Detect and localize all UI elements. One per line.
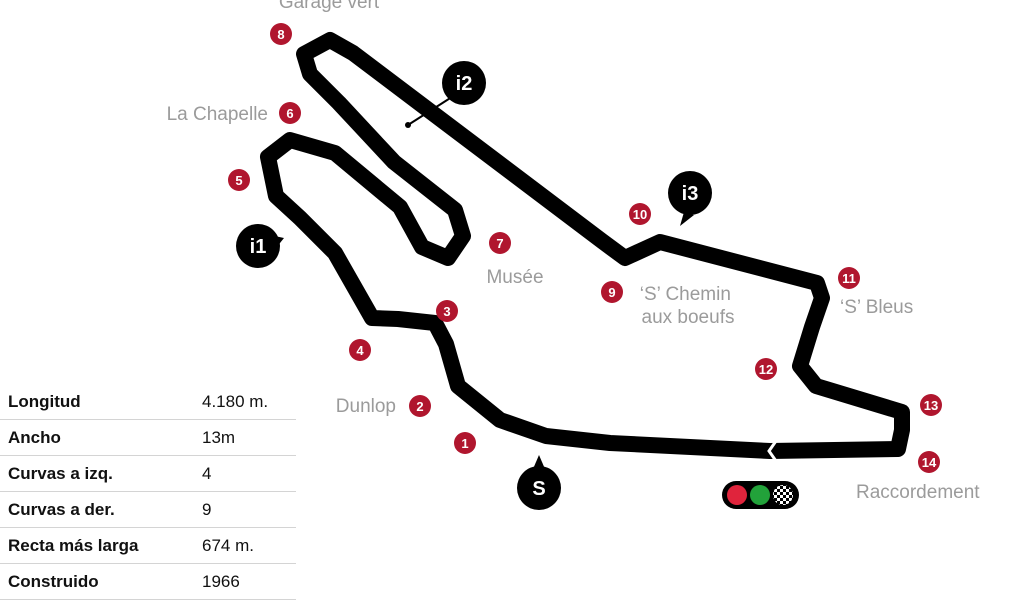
spec-row: Curvas a der.9 — [0, 491, 296, 528]
start-lights — [722, 481, 799, 509]
svg-text:3: 3 — [443, 304, 450, 319]
red-light-icon — [727, 485, 747, 505]
spec-value: 1966 — [194, 563, 296, 600]
spec-value: 4 — [194, 455, 296, 492]
corner-badge-11: 11 — [838, 267, 860, 289]
spec-row: Curvas a izq.4 — [0, 455, 296, 492]
sector-marker-i2: i2 — [405, 61, 486, 128]
svg-text:13: 13 — [924, 398, 938, 413]
checkered-flag-icon — [773, 485, 793, 505]
corner-badge-12: 12 — [755, 358, 777, 380]
label-s-chemin: ‘S’ Chemin aux boeufs — [640, 284, 736, 328]
start-marker: S — [517, 455, 561, 510]
svg-text:i1: i1 — [250, 236, 267, 258]
svg-text:11: 11 — [842, 271, 856, 286]
svg-text:8: 8 — [277, 27, 284, 42]
svg-text:i3: i3 — [682, 183, 699, 205]
corner-badge-6: 6 — [279, 102, 301, 124]
label-s-bleus: ‘S’ Bleus — [840, 297, 913, 318]
svg-text:S: S — [532, 478, 545, 500]
svg-text:9: 9 — [608, 285, 615, 300]
corner-badges: 1 2 3 4 5 6 7 8 9 10 11 12 13 14 — [228, 23, 942, 473]
corner-badge-2: 2 — [409, 395, 431, 417]
spec-label: Curvas a izq. — [0, 455, 194, 492]
spec-label: Longitud — [0, 384, 194, 420]
spec-value: 9 — [194, 491, 296, 528]
spec-value: 674 m. — [194, 527, 296, 564]
corner-badge-5: 5 — [228, 169, 250, 191]
circuit-map: 1 2 3 4 5 6 7 8 9 10 11 12 13 14 Garage … — [167, 0, 981, 510]
spec-label: Ancho — [0, 419, 194, 456]
svg-text:4: 4 — [356, 343, 364, 358]
label-s-chemin-line2: aux boeufs — [642, 307, 735, 328]
corner-badge-7: 7 — [489, 232, 511, 254]
corner-badge-10: 10 — [629, 203, 651, 225]
svg-text:1: 1 — [461, 436, 468, 451]
svg-text:5: 5 — [235, 173, 242, 188]
label-garage-vert: Garage vert — [279, 0, 380, 13]
svg-text:12: 12 — [759, 362, 773, 377]
spec-value: 13m — [194, 419, 296, 456]
label-musee: Musée — [486, 267, 543, 288]
spec-label: Recta más larga — [0, 527, 194, 564]
svg-text:7: 7 — [496, 236, 503, 251]
corner-badge-4: 4 — [349, 339, 371, 361]
corner-badge-8: 8 — [270, 23, 292, 45]
corner-badge-13: 13 — [920, 394, 942, 416]
start-finish-marker — [767, 440, 778, 462]
corner-badge-3: 3 — [436, 300, 458, 322]
corner-badge-1: 1 — [454, 432, 476, 454]
label-s-chemin-line1: ‘S’ Chemin — [640, 284, 731, 305]
svg-text:6: 6 — [286, 106, 293, 121]
label-la-chapelle: La Chapelle — [167, 104, 268, 125]
svg-text:14: 14 — [922, 455, 937, 470]
svg-text:10: 10 — [633, 207, 647, 222]
sector-marker-i1: i1 — [236, 224, 284, 268]
spec-label: Construido — [0, 563, 194, 600]
svg-text:i2: i2 — [456, 73, 473, 95]
place-labels: Garage vert La Chapelle Musée Dunlop ‘S’… — [167, 0, 981, 503]
corner-badge-9: 9 — [601, 281, 623, 303]
label-raccordement: Raccordement — [856, 482, 980, 503]
corner-badge-14: 14 — [918, 451, 940, 473]
svg-text:2: 2 — [416, 399, 423, 414]
label-dunlop: Dunlop — [336, 396, 396, 417]
sector-marker-i3: i3 — [668, 171, 712, 226]
green-light-icon — [750, 485, 770, 505]
track-outline — [260, 32, 910, 459]
spec-label: Curvas a der. — [0, 491, 194, 528]
spec-value: 4.180 m. — [194, 384, 296, 420]
